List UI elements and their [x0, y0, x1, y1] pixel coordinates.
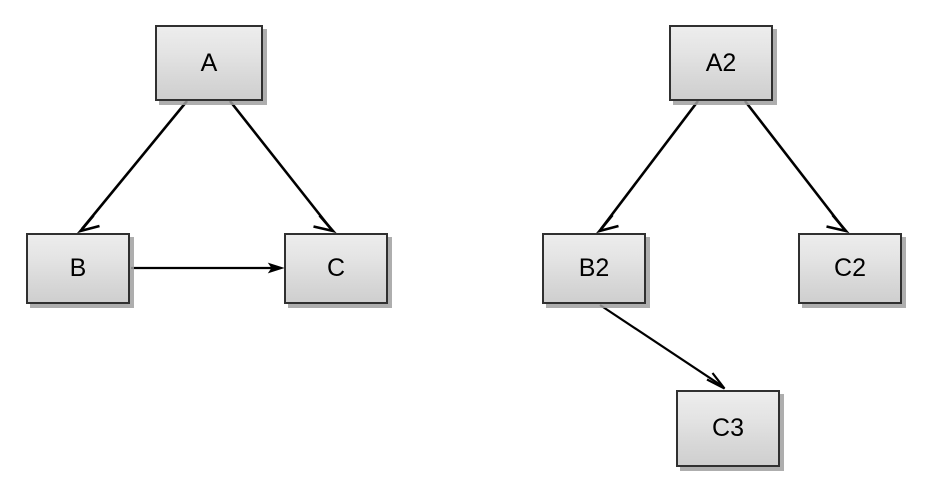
edge-b-to-c	[131, 262, 285, 274]
edge-b2-to-c3	[599, 304, 726, 390]
node-a2[interactable]: A2	[669, 25, 773, 101]
node-c3[interactable]: C3	[676, 390, 780, 467]
edge-a-to-b	[76, 100, 189, 234]
node-b2[interactable]: B2	[542, 233, 646, 304]
node-b2-label: B2	[578, 254, 610, 282]
node-c3-label: C3	[712, 414, 744, 442]
node-b-label: B	[69, 254, 87, 282]
node-c-label: C	[326, 254, 346, 282]
node-c2[interactable]: C2	[798, 233, 902, 304]
edge-a2-to-c2	[743, 100, 850, 234]
node-a[interactable]: A	[155, 25, 263, 101]
edge-a2-to-b2	[595, 100, 700, 234]
node-c2-label: C2	[834, 254, 866, 282]
node-c[interactable]: C	[284, 233, 388, 304]
node-b[interactable]: B	[26, 233, 130, 304]
node-a-label: A	[200, 48, 218, 77]
edge-a-to-c	[228, 100, 337, 234]
node-a2-label: A2	[705, 48, 737, 77]
